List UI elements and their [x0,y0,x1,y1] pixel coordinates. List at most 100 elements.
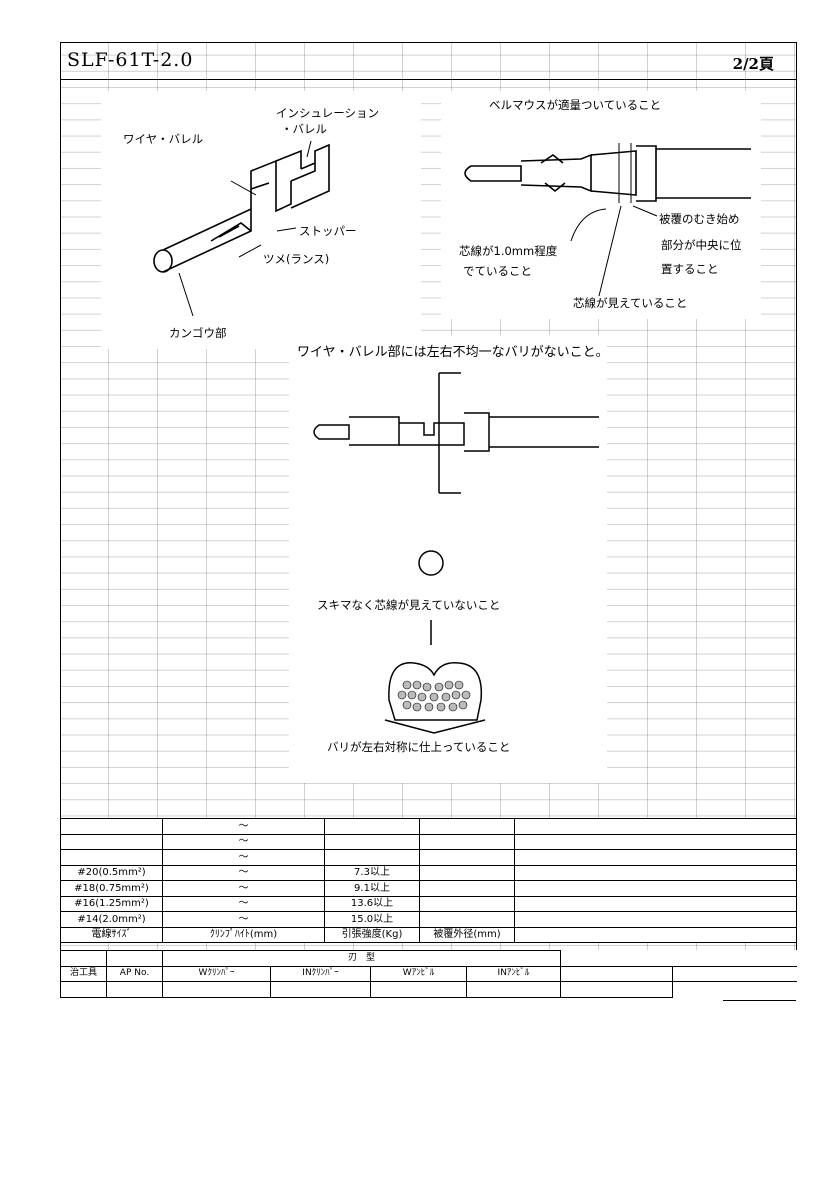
ap-no-header: AP No. [106,965,163,982]
table-row: 刃 型 [60,950,797,967]
tool-cell [60,981,107,998]
spec-cell: ～ [162,880,325,897]
table-row: #16(1.25mm²)～13.6以上 [60,895,797,912]
spec-cell: ～ [162,864,325,881]
spec-cell: ～ [162,895,325,912]
crimp-side-drawing [464,143,751,297]
spec-cell: #18(0.75mm²) [60,880,163,897]
table-row: ～ [60,818,797,835]
spec-cell [419,818,515,835]
spec-cell: 7.3以上 [324,864,420,881]
spec-cell [419,849,515,866]
jig-header: 治工具 [60,965,107,982]
spec-cell: ～ [162,818,325,835]
blade-header: 刃 型 [162,950,561,967]
spec-cell [514,833,797,850]
tool-cell [560,965,673,982]
cross-section-figure: ワイヤ・バレル部には左右不均一なバリがないこと。 スキマなく芯線が見えていないこ… [289,335,609,783]
spec-cell: ～ [162,833,325,850]
tool-cell [106,981,163,998]
table-row: 治工具 AP No. Wｸﾘﾝﾊﾟｰ INｸﾘﾝﾊﾟｰ Wｱﾝﾋﾞﾙ INｱﾝﾋ… [60,965,797,982]
label-core-protrude-1: 芯線が1.0mm程度 [459,244,558,258]
label-wire-barrel: ワイヤ・バレル [123,132,204,146]
tool-cell [672,965,797,982]
label-insulation-barrel-2: ・バレル [281,122,327,136]
label-bellmouth: ベルマウスが適量ついていること [489,98,662,112]
spec-cell [514,895,797,912]
signature-line [723,1000,796,1001]
spec-cell [419,911,515,928]
spec-cell [419,864,515,881]
spec-cell [419,833,515,850]
spec-cell [324,818,420,835]
spec-cell [419,880,515,897]
tool-table: 刃 型 治工具 AP No. Wｸﾘﾝﾊﾟｰ INｸﾘﾝﾊﾟｰ Wｱﾝﾋﾞﾙ I… [60,950,797,998]
spec-table: ～ ～ ～ #20(0.5mm²)～7.3以上 #18(0.75mm²)～9.1… [60,818,797,943]
tool-cell [106,950,163,967]
w-anvil-header: Wｱﾝﾋﾞﾙ [370,965,467,982]
label-strip-3: 置すること [661,262,719,276]
label-core-visible: 芯線が見えていること [573,296,688,310]
label-core-protrude-2: でていること [463,264,532,278]
label-lance: ツメ(ランス) [263,252,330,266]
tool-cell [60,950,107,967]
spec-cell: ～ [162,911,325,928]
tool-cell [560,950,797,966]
spec-cell [60,849,163,866]
header-tensile: 引張強度(Kg) [324,926,420,943]
crimp-side-figure: ベルマウスが適量ついていること 芯線が1.0mm程度 でていること 芯線が見えて… [441,91,761,319]
label-stopper: ストッパー [299,224,357,238]
header-divider [61,79,796,80]
label-strip-1: 被覆のむき始め [659,212,740,226]
spec-cell: ～ [162,849,325,866]
header-wire-size: 電線ｻｲｽﾞ [60,926,163,943]
tool-cell [466,981,561,998]
spec-cell [324,833,420,850]
label-burr-note: ワイヤ・バレル部には左右不均一なバリがないこと。 [297,345,609,360]
label-symmetric: バリが左右対称に仕上っていること [327,740,511,754]
spec-cell: 13.6以上 [324,895,420,912]
label-insulation-barrel: インシュレーション [276,106,380,120]
table-row [60,981,797,998]
page-number: 2/2頁 [732,55,774,73]
table-header-row: 電線ｻｲｽﾞ ｸﾘﾝﾌﾟﾊｲﾄ(mm) 引張強度(Kg) 被覆外径(mm) [60,926,797,943]
spec-cell: 9.1以上 [324,880,420,897]
table-row: #18(0.75mm²)～9.1以上 [60,880,797,897]
terminal-parts-figure: インシュレーション ・バレル ワイヤ・バレル ストッパー ツメ(ランス) カンゴ… [101,91,421,349]
tool-cell [370,981,467,998]
label-no-gap: スキマなく芯線が見えていないこと [317,598,501,612]
label-contact: カンゴウ部 [169,326,227,340]
tool-cell [162,981,271,998]
spec-cell: #16(1.25mm²) [60,895,163,912]
spec-cell [514,849,797,866]
tool-cell [560,981,673,998]
spec-cell [60,818,163,835]
in-anvil-header: INｱﾝﾋﾞﾙ [466,965,561,982]
spec-cell [514,818,797,835]
tool-cell [270,981,371,998]
document-title: SLF-61T-2.0 [67,49,194,71]
table-row: #20(0.5mm²)～7.3以上 [60,864,797,881]
spec-cell [324,849,420,866]
label-strip-2: 部分が中央に位 [661,238,742,252]
spec-cell: #20(0.5mm²) [60,864,163,881]
drawing-sheet: SLF-61T-2.0 2/2頁 インシ [60,42,797,1001]
tool-cell [672,981,797,997]
terminal-drawing [153,140,330,317]
spec-cell: 15.0以上 [324,911,420,928]
table-row: #14(2.0mm²)～15.0以上 [60,911,797,928]
header-insulation-od: 被覆外径(mm) [419,926,515,943]
header-crimp-height: ｸﾘﾝﾌﾟﾊｲﾄ(mm) [162,926,325,943]
table-row: ～ [60,849,797,866]
spec-cell [514,911,797,928]
spec-cell [514,864,797,881]
spec-cell [514,880,797,897]
spec-cell [60,833,163,850]
cross-section-drawing [313,372,599,734]
spec-cell: #14(2.0mm²) [60,911,163,928]
spec-cell [419,895,515,912]
in-crimper-header: INｸﾘﾝﾊﾟｰ [270,965,371,982]
w-crimper-header: Wｸﾘﾝﾊﾟｰ [162,965,271,982]
table-row: ～ [60,833,797,850]
header-blank [514,926,797,943]
